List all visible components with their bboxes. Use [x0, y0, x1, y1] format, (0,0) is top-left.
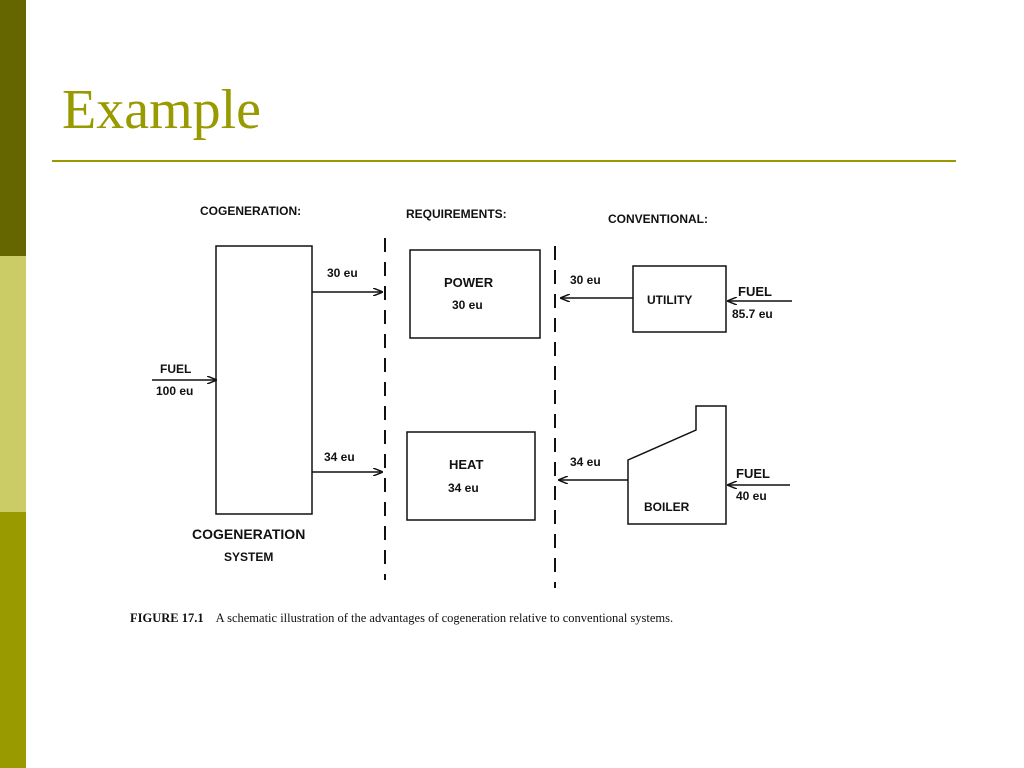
utility-fuel-value: 85.7 eu — [732, 307, 773, 321]
boiler-shape — [627, 405, 727, 525]
header-cogeneration: COGENERATION: — [200, 204, 301, 218]
boiler-output-value: 34 eu — [570, 455, 601, 469]
power-requirement-label: POWER — [444, 275, 494, 290]
accent-bar-bottom — [0, 512, 26, 768]
heat-requirement-value: 34 eu — [448, 481, 479, 495]
heat-requirement-box — [406, 431, 536, 521]
boiler-fuel-label: FUEL — [736, 466, 770, 481]
utility-box — [632, 265, 727, 333]
boiler-label: BOILER — [644, 500, 690, 514]
power-requirement-box — [409, 249, 541, 339]
cogen-system-label-line1: COGENERATION — [192, 526, 305, 542]
boiler-fuel-value: 40 eu — [736, 489, 767, 503]
accent-bar-top — [0, 0, 26, 256]
header-requirements: REQUIREMENTS: — [406, 207, 507, 221]
cogen-fuel-label: FUEL — [160, 362, 191, 376]
power-requirement-value: 30 eu — [452, 298, 483, 312]
cogen-system-label-line2: SYSTEM — [224, 550, 273, 564]
heat-requirement-label: HEAT — [449, 457, 483, 472]
title-underline — [52, 160, 956, 162]
utility-label: UTILITY — [647, 293, 692, 307]
cogen-heat-output: 34 eu — [324, 450, 355, 464]
utility-fuel-label: FUEL — [738, 284, 772, 299]
slide-title: Example — [62, 79, 262, 141]
cogen-power-output: 30 eu — [327, 266, 358, 280]
figure-caption-text: A schematic illustration of the advantag… — [215, 611, 674, 625]
header-conventional: CONVENTIONAL: — [608, 212, 708, 226]
figure-caption: FIGURE 17.1 A schematic illustration of t… — [130, 611, 673, 626]
utility-output-value: 30 eu — [570, 273, 601, 287]
cogeneration-system-box — [215, 245, 313, 515]
figure-caption-number: FIGURE 17.1 — [130, 611, 204, 625]
accent-bar-middle — [0, 256, 26, 512]
cogen-fuel-value: 100 eu — [156, 384, 193, 398]
